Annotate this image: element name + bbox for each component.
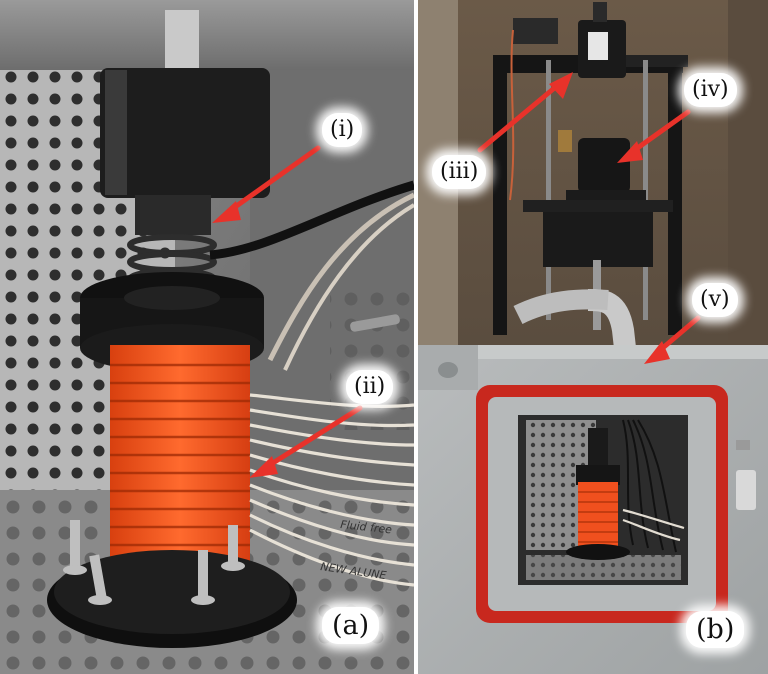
arrow-iv xyxy=(617,109,691,163)
callout-iii: (iii) xyxy=(432,155,487,189)
panel-a-scene: Fluid free NEW ALUNE xyxy=(0,0,414,674)
panel-a-photo: Fluid free NEW ALUNE xyxy=(0,0,414,674)
panel-b-scene xyxy=(418,0,768,674)
panel-divider xyxy=(414,0,418,674)
wire-tag-text-1: Fluid free xyxy=(340,518,393,536)
panel-label-b: (b) xyxy=(686,611,745,648)
callout-ii: (ii) xyxy=(346,370,394,404)
arrow-iii xyxy=(477,72,573,153)
callout-v: (v) xyxy=(692,283,738,317)
arrow-i xyxy=(212,145,321,223)
callout-iv: (iv) xyxy=(684,73,737,107)
arrow-ii xyxy=(249,405,363,478)
panel-b-photo: (iii) (iv) (v) (b) xyxy=(418,0,768,674)
callout-i: (i) xyxy=(322,113,363,147)
panel-label-a: (a) xyxy=(322,607,380,644)
arrow-v xyxy=(644,315,701,364)
